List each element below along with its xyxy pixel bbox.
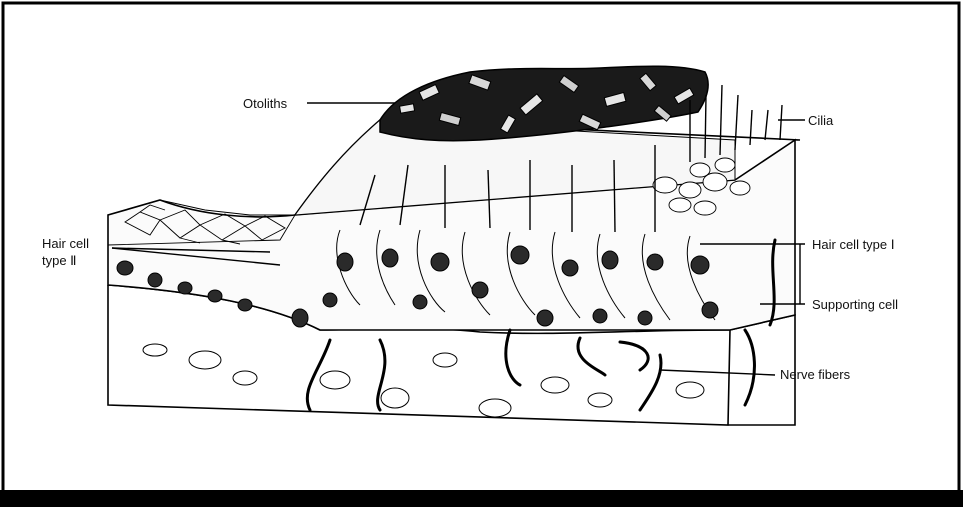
label-supporting-cell: Supporting cell [812, 297, 898, 312]
bottom-black-band [0, 490, 963, 507]
label-otoliths: Otoliths [243, 96, 288, 111]
label-nerve-fibers: Nerve fibers [780, 367, 851, 382]
label-cilia: Cilia [808, 113, 834, 128]
label-hair-cell-type-2-line1: Hair cell [42, 236, 89, 251]
label-hair-cell-type-2-line2: type Ⅱ [42, 253, 77, 268]
label-hair-cell-type-1: Hair cell type Ⅰ [812, 237, 895, 252]
